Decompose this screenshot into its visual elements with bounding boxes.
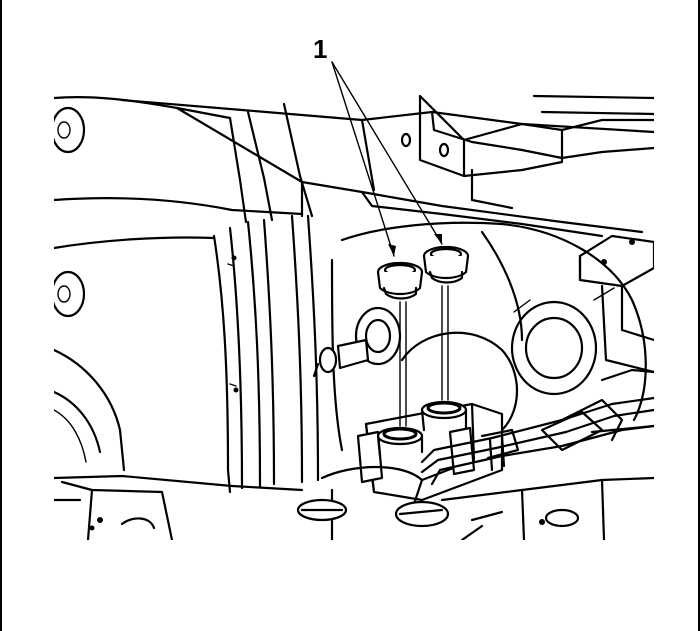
right-bracket (578, 234, 654, 374)
upper-cowl-panel (120, 94, 654, 238)
reservoir-port-secondary (376, 426, 424, 458)
reservoir-port-primary (420, 400, 468, 432)
reservoir-cap-right (422, 245, 470, 401)
vacuum-fitting (312, 306, 402, 378)
master-cylinder (296, 402, 520, 540)
firewall-pillar (212, 102, 320, 494)
brake-lines (420, 396, 654, 486)
reservoir-cap-left (376, 261, 424, 427)
callout-leaders (331, 61, 443, 257)
lower-panel (54, 474, 654, 540)
left-fender-panel (54, 96, 304, 472)
callout-number: 1 (313, 34, 328, 64)
